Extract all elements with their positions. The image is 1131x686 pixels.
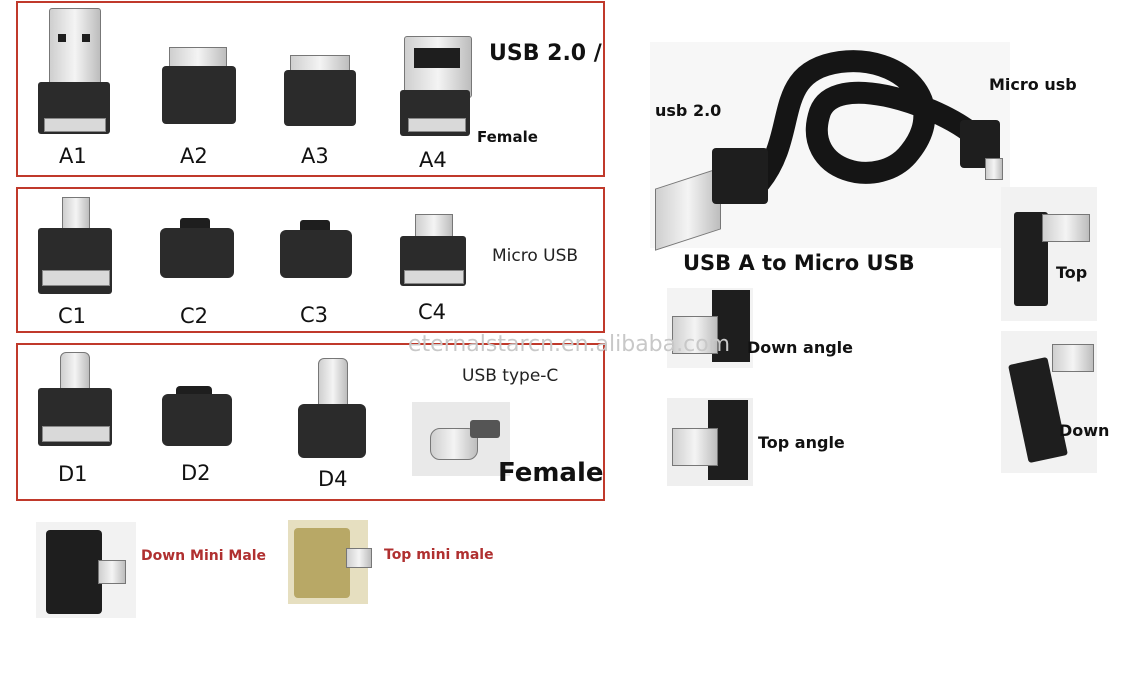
cable-caption: USB A to Micro USB <box>683 251 915 275</box>
label-c3: C3 <box>300 303 329 327</box>
typec-title: USB type-C <box>462 366 559 386</box>
watermark: eternalstarcn.en.alibaba.com <box>408 332 731 357</box>
typec-female: Female <box>498 458 604 488</box>
down-mini-label: Down Mini Male <box>141 548 267 564</box>
label-c4: C4 <box>418 300 447 324</box>
usb2-female: Female <box>477 128 538 146</box>
label-d2: D2 <box>181 461 211 485</box>
right-down-label: Down <box>1059 421 1110 440</box>
cable-right-label: Micro usb <box>989 75 1077 94</box>
label-c1: C1 <box>58 304 87 328</box>
typec-panel <box>16 343 605 501</box>
label-a4: A4 <box>419 148 447 172</box>
micro-title: Micro USB <box>492 246 579 266</box>
label-a2: A2 <box>180 144 208 168</box>
cable-left-label: usb 2.0 <box>655 101 722 120</box>
label-a1: A1 <box>59 144 87 168</box>
micro-panel <box>16 187 605 333</box>
top-angle-label: Top angle <box>758 433 845 452</box>
ribbon-cable <box>749 50 981 193</box>
usb2-title: USB 2.0 / <box>489 41 602 66</box>
down-angle-label: Down angle <box>747 338 853 357</box>
label-d1: D1 <box>58 462 88 486</box>
right-top-label: Top <box>1056 263 1088 282</box>
label-a3: A3 <box>301 144 329 168</box>
top-mini-label: Top mini male <box>384 547 494 563</box>
usb2-panel <box>16 1 605 177</box>
label-d4: D4 <box>318 467 348 491</box>
label-c2: C2 <box>180 304 209 328</box>
